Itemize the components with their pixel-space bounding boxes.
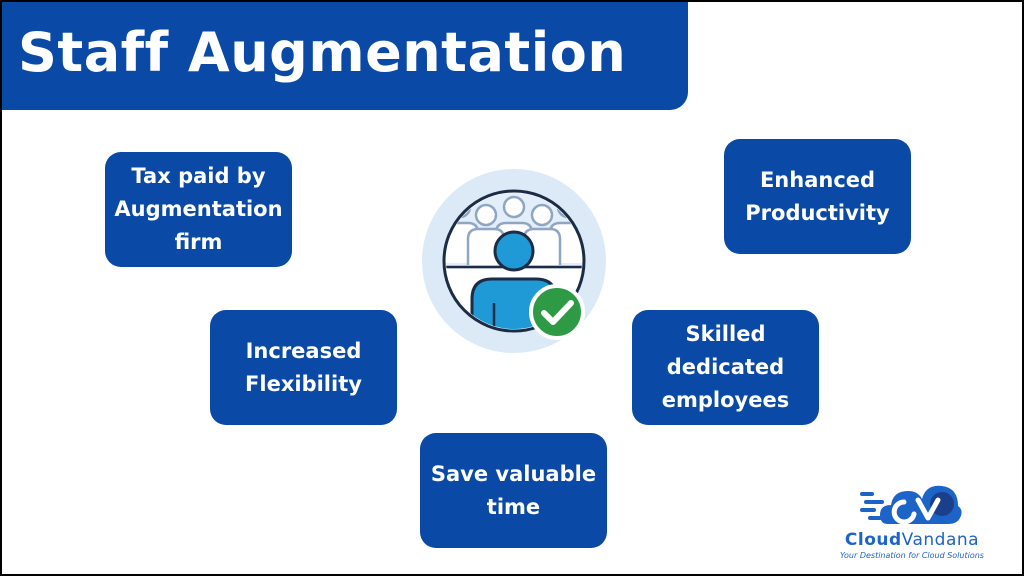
page-title: Staff Augmentation [18,20,627,84]
benefit-label: Enhanced Productivity [745,167,890,225]
logo-name-cloud: Cloud [844,530,902,550]
team-member-approved-icon [420,167,608,355]
logo-tagline: Your Destination for Cloud Solutions [840,551,984,560]
benefit-label: Skilled dedicated employees [661,322,790,412]
logo-wordmark: CloudVandana [822,530,1002,550]
benefit-skilled-employees: Skilled dedicated employees [632,310,819,425]
benefit-save-time: Save valuable time [420,433,607,548]
benefit-enhanced-productivity: Enhanced Productivity [724,139,911,254]
cloud-cv-logo-icon [860,478,964,534]
benefit-label: Save valuable time [430,461,597,519]
benefit-tax-paid: Tax paid by Augmentation firm [105,152,292,267]
benefit-increased-flexibility: Increased Flexibility [210,310,397,425]
benefit-label: Increased Flexibility [245,338,362,396]
logo-name-vandana: Vandana [901,530,980,550]
cloudvandana-logo: CloudVandana Your Destination for Cloud … [822,478,1002,564]
title-banner: Staff Augmentation [2,2,688,110]
benefit-label: Tax paid by Augmentation firm [114,164,283,254]
